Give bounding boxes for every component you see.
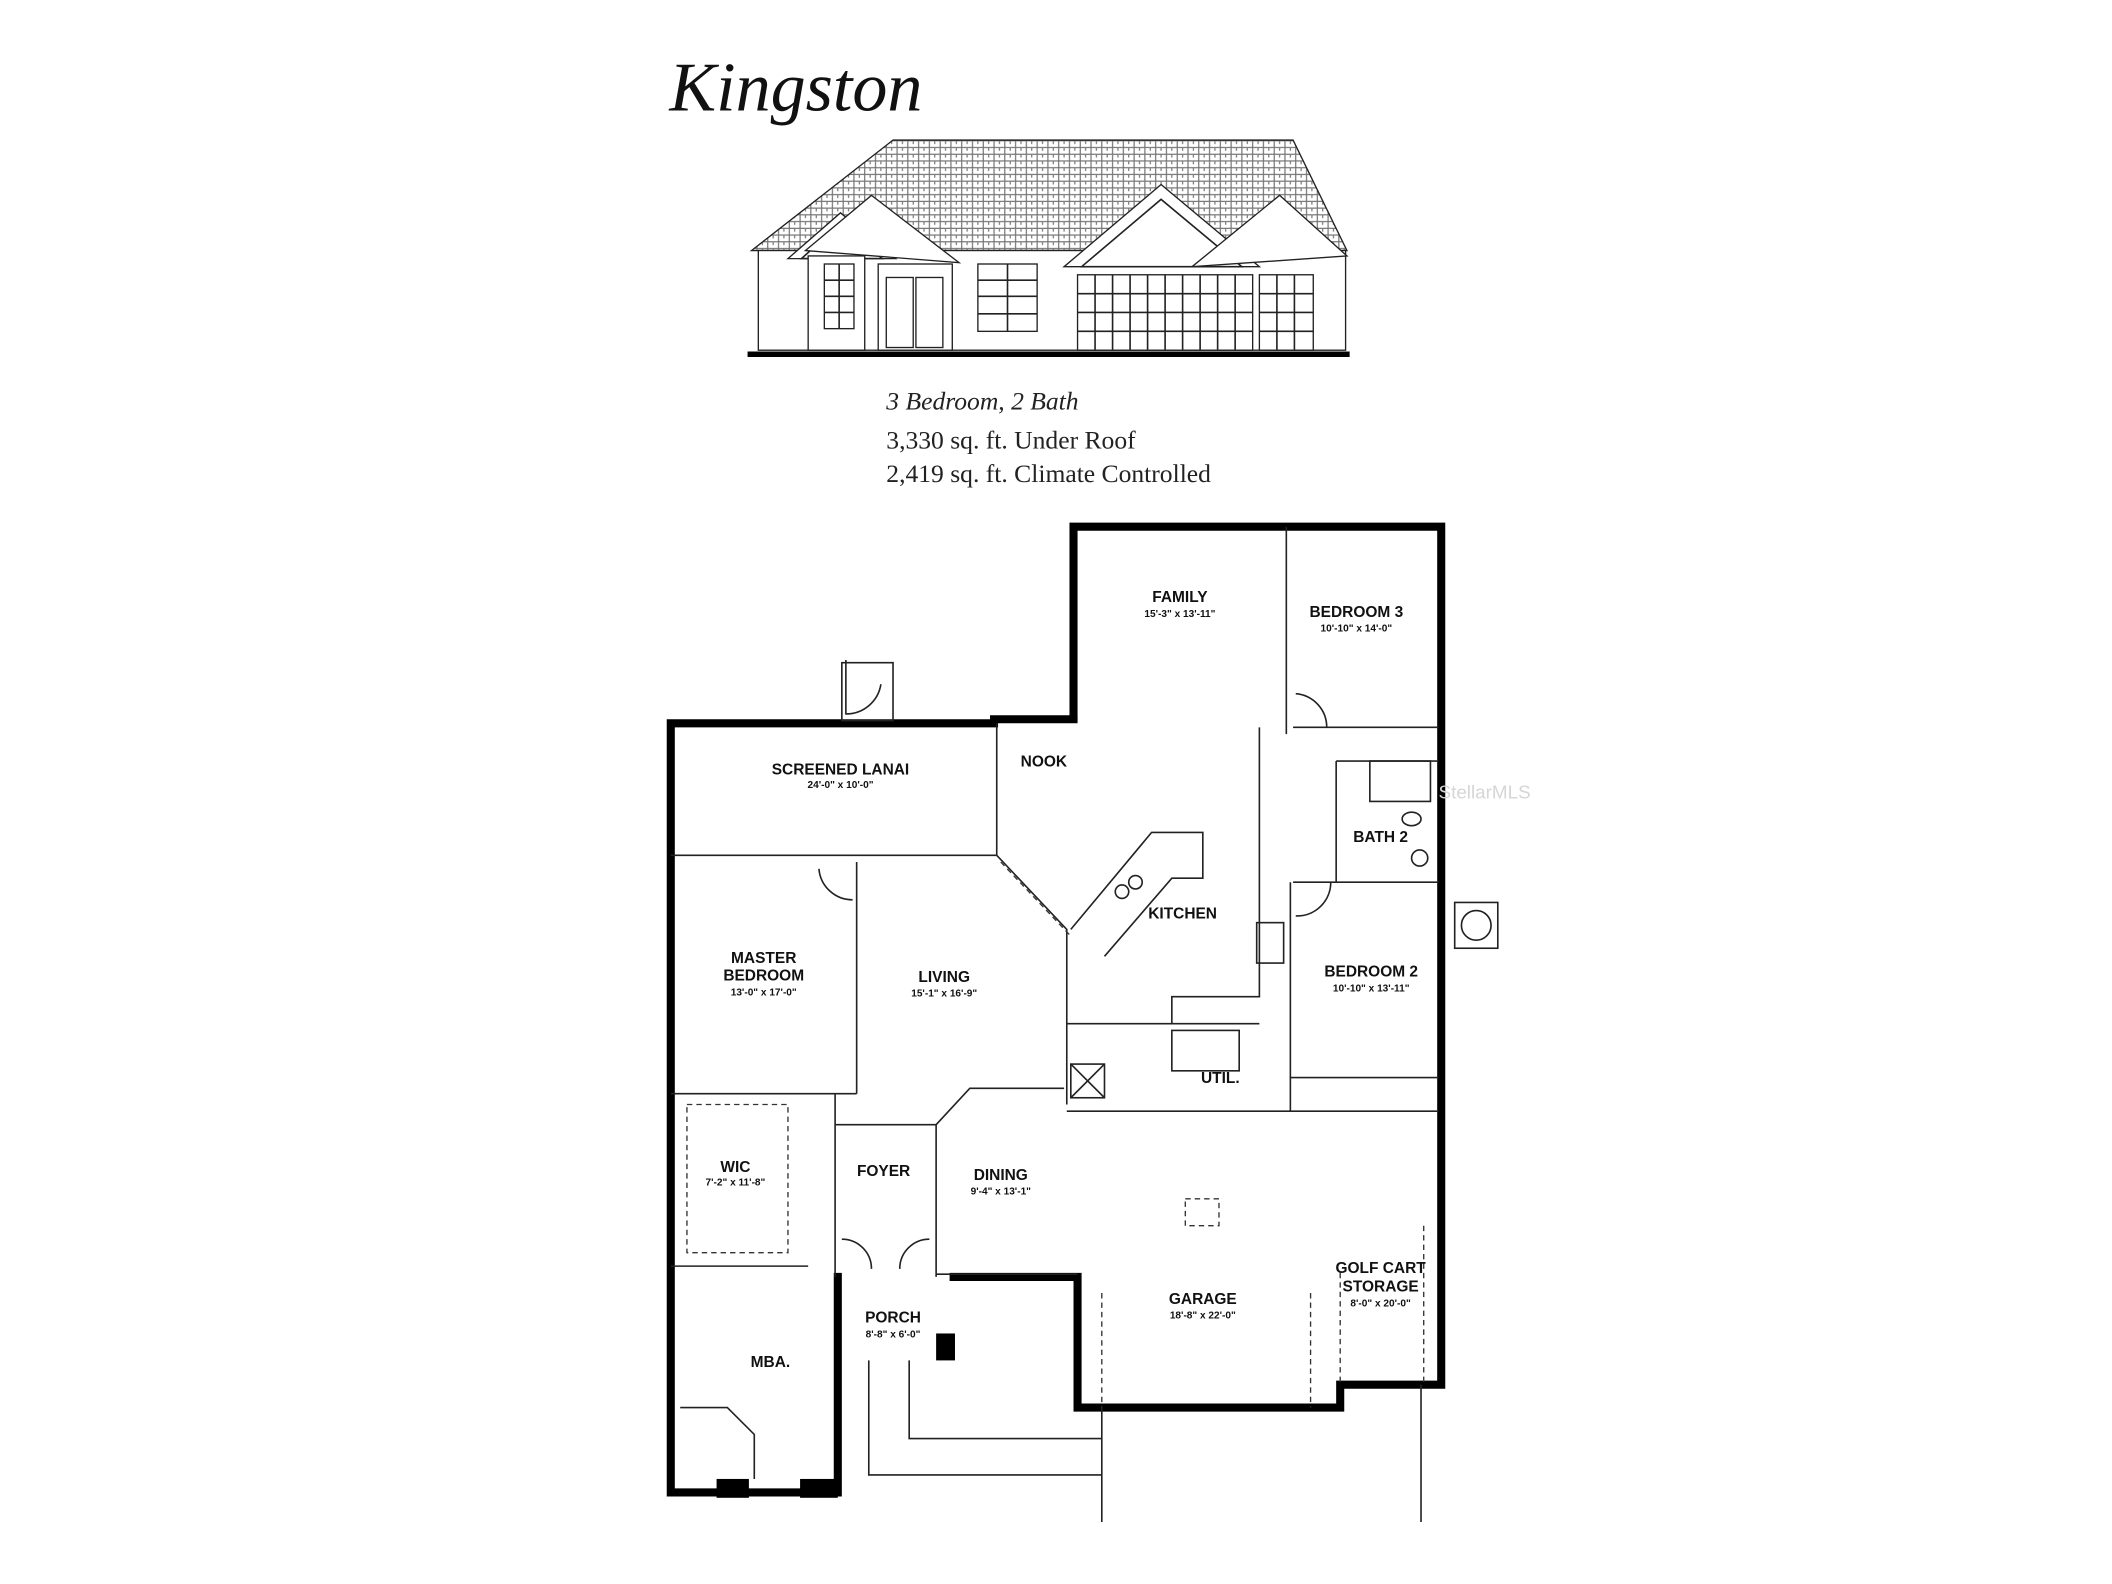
room-labels: FAMILY 15'-3" x 13'-11" BEDROOM 3 10'-10…: [706, 589, 1427, 1371]
room-golf-cart-label-1: GOLF CART: [1335, 1260, 1426, 1277]
room-kitchen-label: KITCHEN: [1148, 906, 1217, 923]
watermark: StellarMLS: [1439, 782, 1531, 803]
room-bedroom3-dims: 10'-10" x 14'-0": [1321, 624, 1393, 635]
room-garage-dims: 18'-8" x 22'-0": [1170, 1311, 1236, 1322]
room-porch-dims: 8'-8" x 6'-0": [866, 1330, 921, 1341]
room-golf-cart-label-2: STORAGE: [1343, 1279, 1419, 1296]
under-roof-spec: 3,330 sq. ft. Under Roof: [886, 426, 1136, 455]
room-wic-label: WIC: [720, 1159, 750, 1176]
room-master-dims: 13'-0" x 17'-0": [731, 987, 797, 998]
room-dining-label: DINING: [974, 1167, 1028, 1184]
bed-bath-spec: 3 Bedroom, 2 Bath: [885, 386, 1078, 415]
room-nook-label: NOOK: [1021, 753, 1068, 770]
room-golf-cart-dims: 8'-0" x 20'-0": [1350, 1299, 1411, 1310]
room-screened-lanai-label: SCREENED LANAI: [772, 761, 910, 778]
room-garage-label: GARAGE: [1169, 1291, 1237, 1308]
room-util-label: UTIL.: [1201, 1070, 1240, 1087]
room-bedroom2-label: BEDROOM 2: [1324, 964, 1418, 981]
room-foyer-label: FOYER: [857, 1163, 910, 1180]
room-family-label: FAMILY: [1152, 589, 1208, 606]
room-dining-dims: 9'-4" x 13'-1": [971, 1187, 1032, 1198]
room-porch-label: PORCH: [865, 1310, 921, 1327]
climate-controlled-spec: 2,419 sq. ft. Climate Controlled: [886, 459, 1211, 488]
room-family-dims: 15'-3" x 13'-11": [1144, 609, 1215, 620]
room-master-label-1: MASTER: [731, 950, 796, 967]
room-bedroom2-dims: 10'-10" x 13'-11": [1333, 983, 1410, 994]
plan-title: Kingston: [668, 49, 922, 126]
room-mba-label: MBA.: [751, 1354, 791, 1371]
room-screened-lanai-dims: 24'-0" x 10'-0": [807, 780, 873, 791]
room-master-label-2: BEDROOM: [723, 968, 804, 985]
room-living-dims: 15'-1" x 16'-9": [911, 989, 977, 1000]
room-bath2-label: BATH 2: [1353, 829, 1408, 846]
floor-plan-walls: [666, 522, 1499, 1523]
room-wic-dims: 7'-2" x 11'-8": [706, 1177, 766, 1188]
room-living-label: LIVING: [918, 969, 970, 986]
room-bedroom3-label: BEDROOM 3: [1310, 604, 1404, 621]
front-elevation-drawing: [747, 139, 1350, 357]
